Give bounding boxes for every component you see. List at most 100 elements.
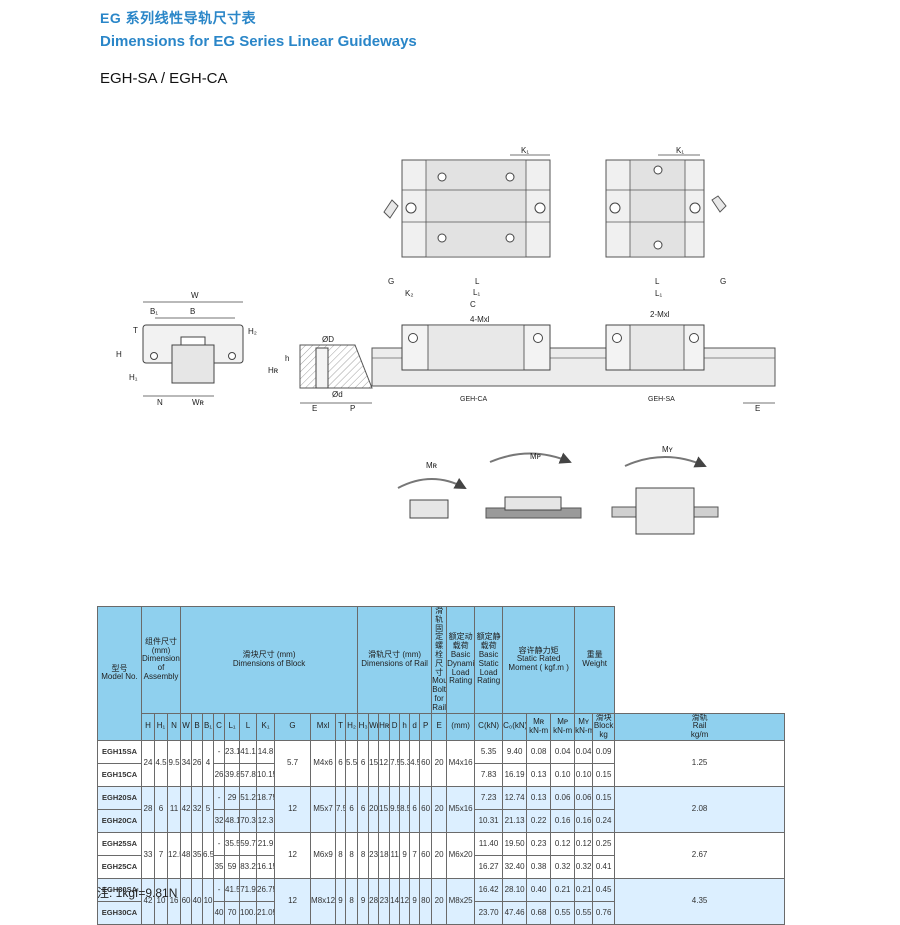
cell-k1: 14.8 — [256, 739, 276, 764]
cell-mr: 0.13 — [526, 762, 552, 787]
cell-p: 60 — [419, 831, 433, 879]
cell-t: 7.5 — [335, 785, 347, 833]
dim-e-label-right: E — [755, 404, 760, 413]
cell-hr: 15.5 — [378, 785, 391, 833]
cell-h: 24 — [141, 739, 155, 787]
cell-mr: 0.08 — [526, 739, 552, 764]
cell-block-weight: 0.41 — [592, 854, 616, 879]
cross-section-view: W B₁ B T H₂ H H₁ N Wʀ — [116, 291, 257, 407]
cell-dynamic-load: 16.27 — [474, 854, 504, 879]
cell-h: 33 — [141, 831, 155, 879]
cell-b1: 5 — [202, 785, 215, 833]
column-header: H₁ — [154, 712, 168, 741]
cell-l: 83.2 — [239, 854, 258, 879]
cell-mr: 0.68 — [526, 900, 552, 925]
cell-b: 40 — [191, 877, 204, 925]
cell-mp: 0.32 — [550, 854, 576, 879]
cell-my: 0.21 — [574, 877, 594, 902]
cell-h: 9 — [399, 831, 411, 879]
cell-mr: 0.40 — [526, 877, 552, 902]
cell-h2: 8 — [345, 877, 359, 925]
cell-d: 7.5 — [389, 739, 401, 787]
cell-c: 26 — [213, 762, 226, 787]
cell-rail-weight: 4.35 — [614, 877, 785, 925]
cell-l1: 48.1 — [224, 808, 241, 833]
cell-rail-weight: 1.25 — [614, 739, 785, 787]
model-cell: EGH15SA — [97, 739, 142, 764]
cell-c: - — [213, 831, 226, 856]
cell-dynamic-load: 23.70 — [474, 900, 504, 925]
column-header: G — [274, 712, 312, 741]
cell-bolt: M5x16 — [446, 785, 476, 833]
dim-h-small-label: h — [285, 354, 289, 363]
dim-phi-d-label: ØD — [322, 335, 334, 344]
cell-b1: 10 — [202, 877, 215, 925]
cell-l1: 41.5 — [224, 877, 241, 902]
cell-bolt: M4x16 — [446, 739, 476, 787]
cell-my: 0.04 — [574, 739, 594, 764]
cell-d: 4.5 — [409, 739, 421, 787]
cell-static-load: 12.74 — [502, 785, 528, 810]
dim-p-label: P — [350, 404, 355, 413]
dim-l1-label-ca: L₁ — [473, 288, 480, 297]
column-header: Wʀ — [368, 712, 380, 741]
cell-rail-weight: 2.67 — [614, 831, 785, 879]
dim-l-label-ca: L — [475, 277, 480, 286]
cell-b: 26 — [191, 739, 204, 787]
column-header: D — [389, 712, 401, 741]
column-header: d — [409, 712, 421, 741]
column-header: K₁ — [256, 712, 276, 741]
cell-n: 12.5 — [166, 831, 182, 879]
page-title-en: Dimensions for EG Series Linear Guideway… — [100, 33, 417, 50]
cell-d: 11 — [389, 831, 401, 879]
cell-dynamic-load: 16.42 — [474, 877, 504, 902]
column-header: L₁ — [224, 712, 241, 741]
cell-k1: 18.75 — [256, 785, 276, 810]
dim-b-label: B — [190, 307, 195, 316]
cell-mp: 0.04 — [550, 739, 576, 764]
dim-l-label-sa: L — [655, 277, 660, 286]
dim-h2-label: H₂ — [248, 327, 257, 336]
cell-h1: 7 — [154, 831, 168, 879]
cell-mp: 0.12 — [550, 831, 576, 856]
cell-hr: 12.5 — [378, 739, 391, 787]
cell-block-weight: 0.25 — [592, 831, 616, 856]
cell-g: 12 — [274, 877, 312, 925]
cell-l1: 35.5 — [224, 831, 241, 856]
column-header: T — [335, 712, 347, 741]
cell-k1: 26.75 — [256, 877, 276, 902]
cell-mp: 0.06 — [550, 785, 576, 810]
rail-header: 滑轨尺寸 (mm)Dimensions of Rail — [357, 606, 433, 714]
cell-h2: 5.5 — [345, 739, 359, 787]
column-header: B₁ — [202, 712, 215, 741]
cell-k1: 21.05 — [256, 900, 276, 925]
cell-l: 57.8 — [239, 762, 258, 787]
dim-k1-label-sa: K₁ — [676, 146, 684, 155]
cell-c: - — [213, 877, 226, 902]
column-header: L — [239, 712, 258, 741]
cell-b: 32 — [191, 785, 204, 833]
cell-my: 0.16 — [574, 808, 594, 833]
cell-d: 7 — [409, 831, 421, 879]
model-cell: EGH25SA — [97, 831, 142, 856]
page-title-cn: EG 系列线性导轨尺寸表 — [100, 10, 257, 26]
cell-dynamic-load: 11.40 — [474, 831, 504, 856]
cell-n: 11 — [166, 785, 182, 833]
cell-h3: 8 — [357, 831, 370, 879]
cell-p: 60 — [419, 785, 433, 833]
model-cell: EGH20CA — [97, 808, 142, 833]
cell-n: 9.5 — [166, 739, 182, 787]
column-header: h — [399, 712, 411, 741]
column-header: B — [191, 712, 204, 741]
cell-w: 48 — [180, 831, 193, 879]
cell-l: 41.1 — [239, 739, 258, 764]
cell-k1: 16.15 — [256, 854, 276, 879]
cell-mp: 0.21 — [550, 877, 576, 902]
cell-c: 35 — [213, 854, 226, 879]
cell-e: 20 — [431, 877, 448, 925]
column-header: Hʀ — [378, 712, 391, 741]
model-cell: EGH15CA — [97, 762, 142, 787]
